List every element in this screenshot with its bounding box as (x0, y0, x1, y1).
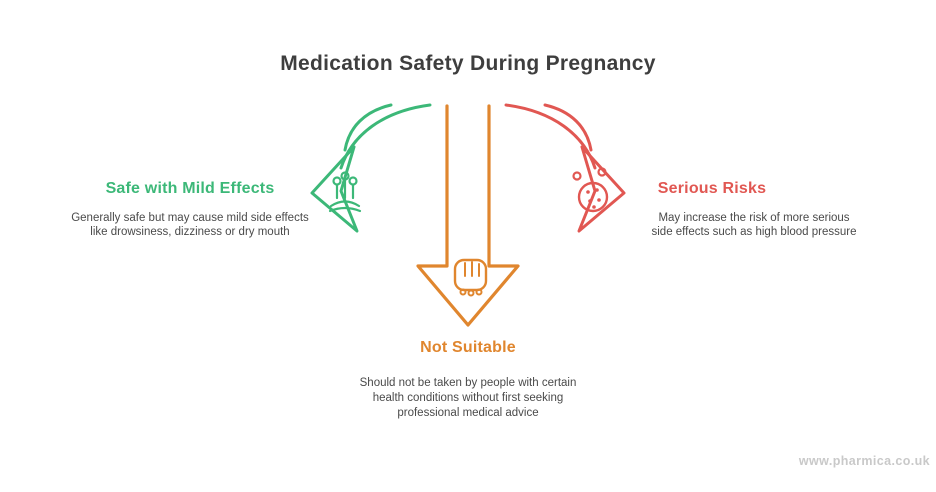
risks-description-line1: May increase the risk of more serious (658, 212, 850, 224)
watermark: www.pharmica.co.uk (798, 454, 930, 468)
not-suitable-description-line3: professional medical advice (397, 407, 539, 419)
curved-arrow-red (504, 103, 626, 233)
not-suitable-description: Should not be taken by people with certa… (268, 376, 668, 421)
label-not-suitable: Not Suitable (420, 339, 516, 356)
risks-description: May increase the risk of more serious si… (604, 211, 904, 239)
risks-description-line2: side effects such as high blood pressure (651, 226, 857, 238)
safe-description-line1: Generally safe but may cause mild side e… (71, 212, 309, 224)
label-serious-risks: Serious Risks (657, 180, 767, 197)
down-arrow-orange (416, 104, 520, 327)
germ-icon (572, 167, 609, 213)
fist-icon (453, 258, 488, 297)
page-title: Medication Safety During Pregnancy (280, 52, 656, 75)
not-suitable-description-line1: Should not be taken by people with certa… (359, 377, 577, 389)
not-suitable-description-line2: health conditions without first seeking (372, 392, 564, 404)
safe-description: Generally safe but may cause mild side e… (40, 211, 340, 239)
sprout-icon (328, 171, 362, 213)
curved-arrow-green (310, 103, 432, 233)
label-safe-mild-effects: Safe with Mild Effects (105, 180, 275, 197)
safe-description-line2: like drowsiness, dizziness or dry mouth (90, 226, 290, 238)
